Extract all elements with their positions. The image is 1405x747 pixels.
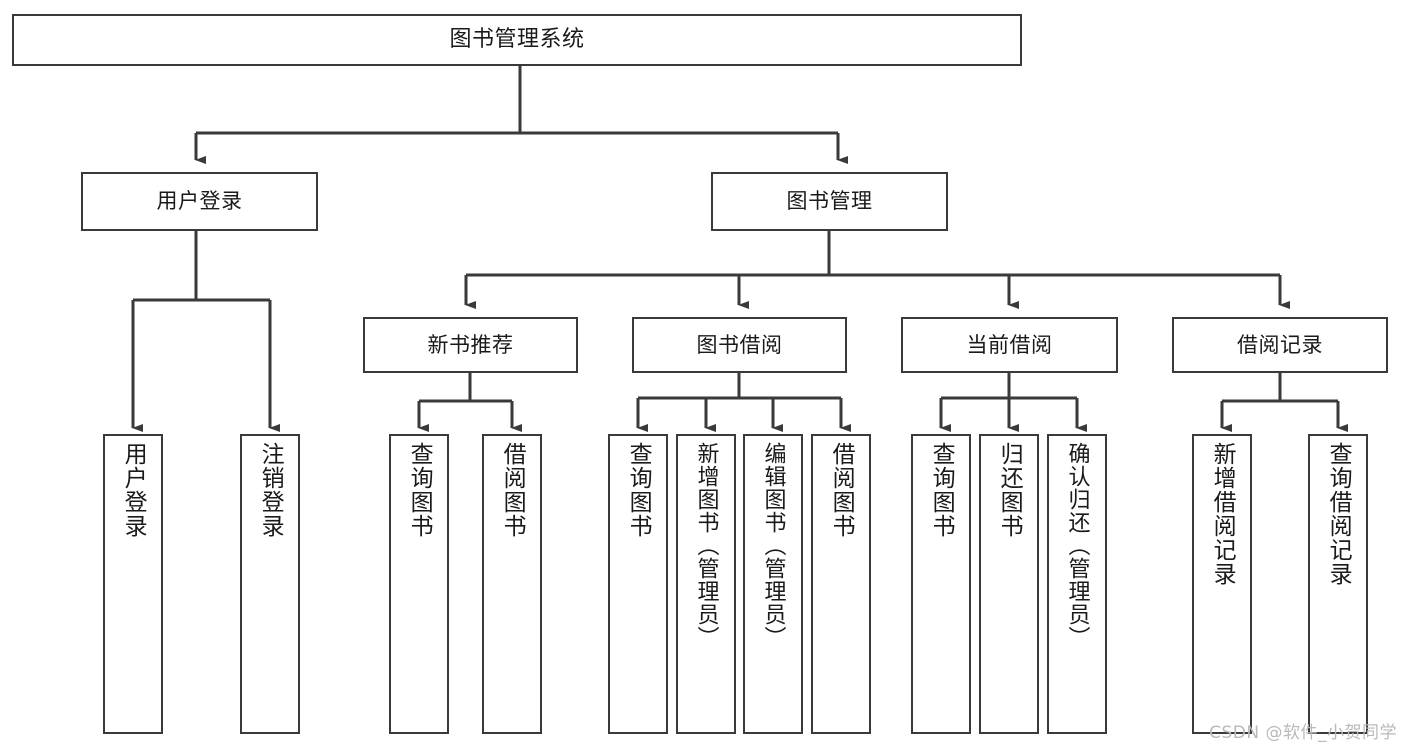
leaf-logout-login-label: 注销登录 [257, 442, 284, 538]
leaf-confirm-return-label: 确认归还（管理员） [1064, 442, 1090, 649]
leaf-query-book-2[interactable]: 查询图书 [608, 434, 668, 734]
leaf-query-record-label: 查询借阅记录 [1325, 442, 1352, 586]
leaf-query-book-3[interactable]: 查询图书 [911, 434, 971, 734]
leaf-edit-book[interactable]: 编辑图书（管理员） [743, 434, 803, 734]
node-new-book-recommend[interactable]: 新书推荐 [363, 317, 578, 373]
leaf-user-login[interactable]: 用户登录 [103, 434, 163, 734]
leaf-add-book-label: 新增图书（管理员） [693, 442, 719, 649]
leaf-return-book[interactable]: 归还图书 [979, 434, 1039, 734]
leaf-add-record-label: 新增借阅记录 [1209, 442, 1236, 586]
leaf-user-login-label: 用户登录 [120, 442, 147, 538]
leaf-query-book-3-label: 查询图书 [928, 442, 955, 538]
leaf-logout-login[interactable]: 注销登录 [240, 434, 300, 734]
node-user-login-label: 用户登录 [156, 189, 243, 214]
leaf-query-book-2-label: 查询图书 [625, 442, 652, 538]
node-current-borrow[interactable]: 当前借阅 [901, 317, 1118, 373]
node-new-book-recommend-label: 新书推荐 [427, 332, 514, 357]
node-book-management-label: 图书管理 [786, 189, 873, 214]
watermark: CSDN @软件_小贺同学 [1209, 723, 1397, 743]
node-book-borrow-label: 图书借阅 [696, 332, 783, 357]
node-root[interactable]: 图书管理系统 [12, 14, 1022, 66]
leaf-borrow-book-2-label: 借阅图书 [828, 442, 855, 538]
node-borrow-record-label: 借阅记录 [1237, 332, 1323, 357]
leaf-add-record[interactable]: 新增借阅记录 [1192, 434, 1252, 734]
leaf-borrow-book-2[interactable]: 借阅图书 [811, 434, 871, 734]
leaf-query-record[interactable]: 查询借阅记录 [1308, 434, 1368, 734]
leaf-query-book-1-label: 查询图书 [406, 442, 433, 538]
leaf-confirm-return[interactable]: 确认归还（管理员） [1047, 434, 1107, 734]
node-borrow-record[interactable]: 借阅记录 [1172, 317, 1388, 373]
leaf-return-book-label: 归还图书 [996, 442, 1023, 538]
leaf-borrow-book-1-label: 借阅图书 [499, 442, 526, 538]
node-book-borrow[interactable]: 图书借阅 [632, 317, 847, 373]
node-book-management[interactable]: 图书管理 [711, 172, 948, 231]
node-current-borrow-label: 当前借阅 [966, 332, 1053, 357]
node-user-login[interactable]: 用户登录 [81, 172, 318, 231]
node-root-label: 图书管理系统 [449, 27, 585, 53]
leaf-add-book[interactable]: 新增图书（管理员） [676, 434, 736, 734]
leaf-borrow-book-1[interactable]: 借阅图书 [482, 434, 542, 734]
leaf-edit-book-label: 编辑图书（管理员） [760, 442, 786, 649]
leaf-query-book-1[interactable]: 查询图书 [389, 434, 449, 734]
